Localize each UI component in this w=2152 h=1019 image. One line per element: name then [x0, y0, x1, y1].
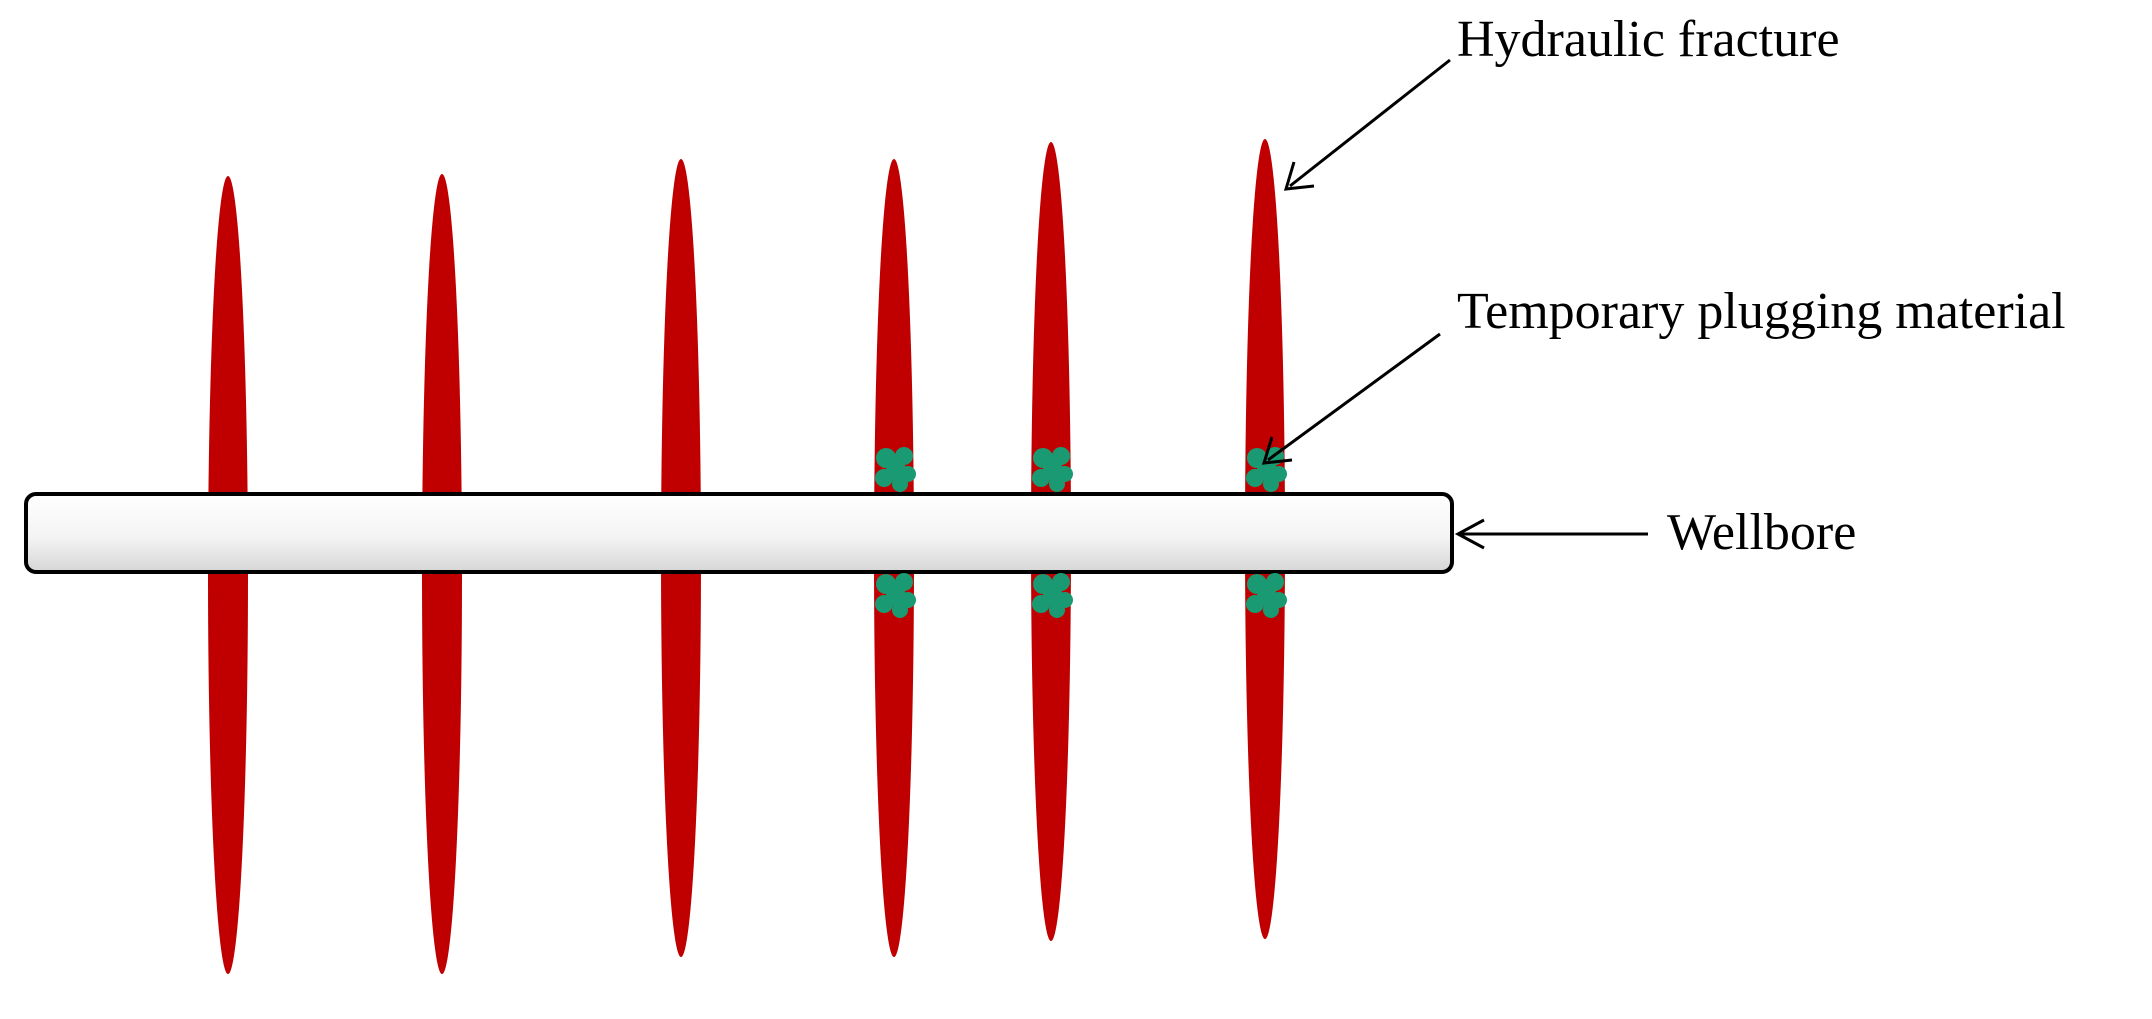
arrowhead-temporary-plugging-material [1261, 436, 1293, 465]
label-temporary-plugging-material: Temporary plugging material [1457, 283, 2066, 340]
wellbore-pipe [24, 492, 1454, 574]
arrowhead-wellbore [1454, 518, 1485, 550]
label-hydraulic-fracture: Hydraulic fracture [1457, 11, 1840, 68]
hydraulic-fracture-1 [208, 176, 248, 974]
label-wellbore: Wellbore [1667, 504, 1857, 561]
arrow-hydraulic-fracture [1289, 58, 1451, 188]
callout-arrows [1261, 58, 1648, 550]
arrow-temporary-plugging-material [1267, 332, 1441, 462]
arrowhead-hydraulic-fracture [1283, 161, 1315, 191]
